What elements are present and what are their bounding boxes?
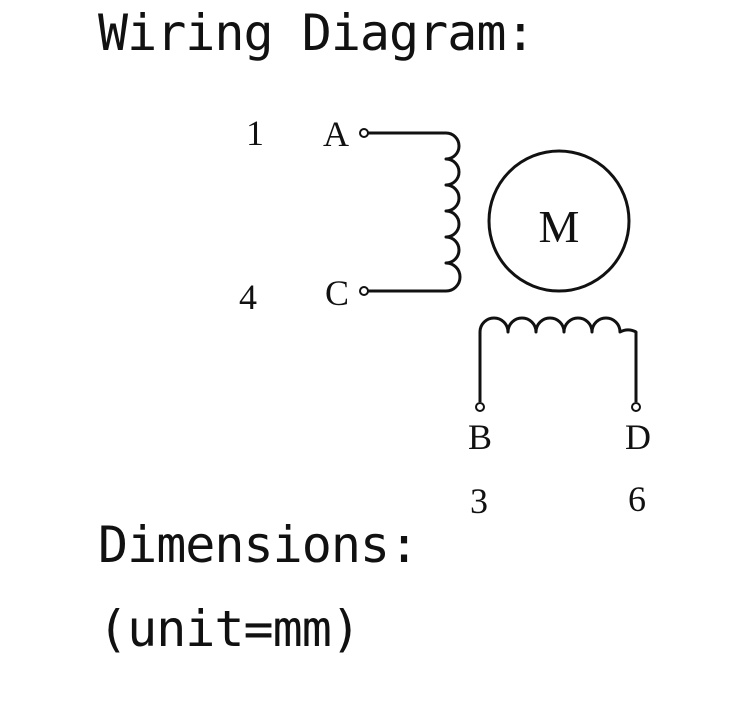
wiring-diagram-title: Wiring Diagram: [98,4,536,62]
terminal-b-label: B [468,417,492,457]
terminal-d-label: D [625,417,651,457]
motor-label: M [539,201,580,252]
unit-note: (unit=mm) [98,600,361,658]
pin-number-c: 4 [239,277,257,317]
terminal-c-label: C [325,273,349,313]
dimensions-heading: Dimensions: [98,516,419,574]
terminal-a-dot [359,128,369,138]
coil-ac [359,128,462,296]
pin-number-a: 1 [246,113,264,153]
terminal-b-dot [475,402,485,412]
pin-number-d: 6 [628,479,646,519]
terminal-c-dot [359,286,369,296]
motor-symbol [487,149,631,293]
terminal-d-dot [631,402,641,412]
pin-number-b: 3 [470,481,488,521]
coil-bd [475,316,641,412]
terminal-a-label: A [323,114,349,154]
